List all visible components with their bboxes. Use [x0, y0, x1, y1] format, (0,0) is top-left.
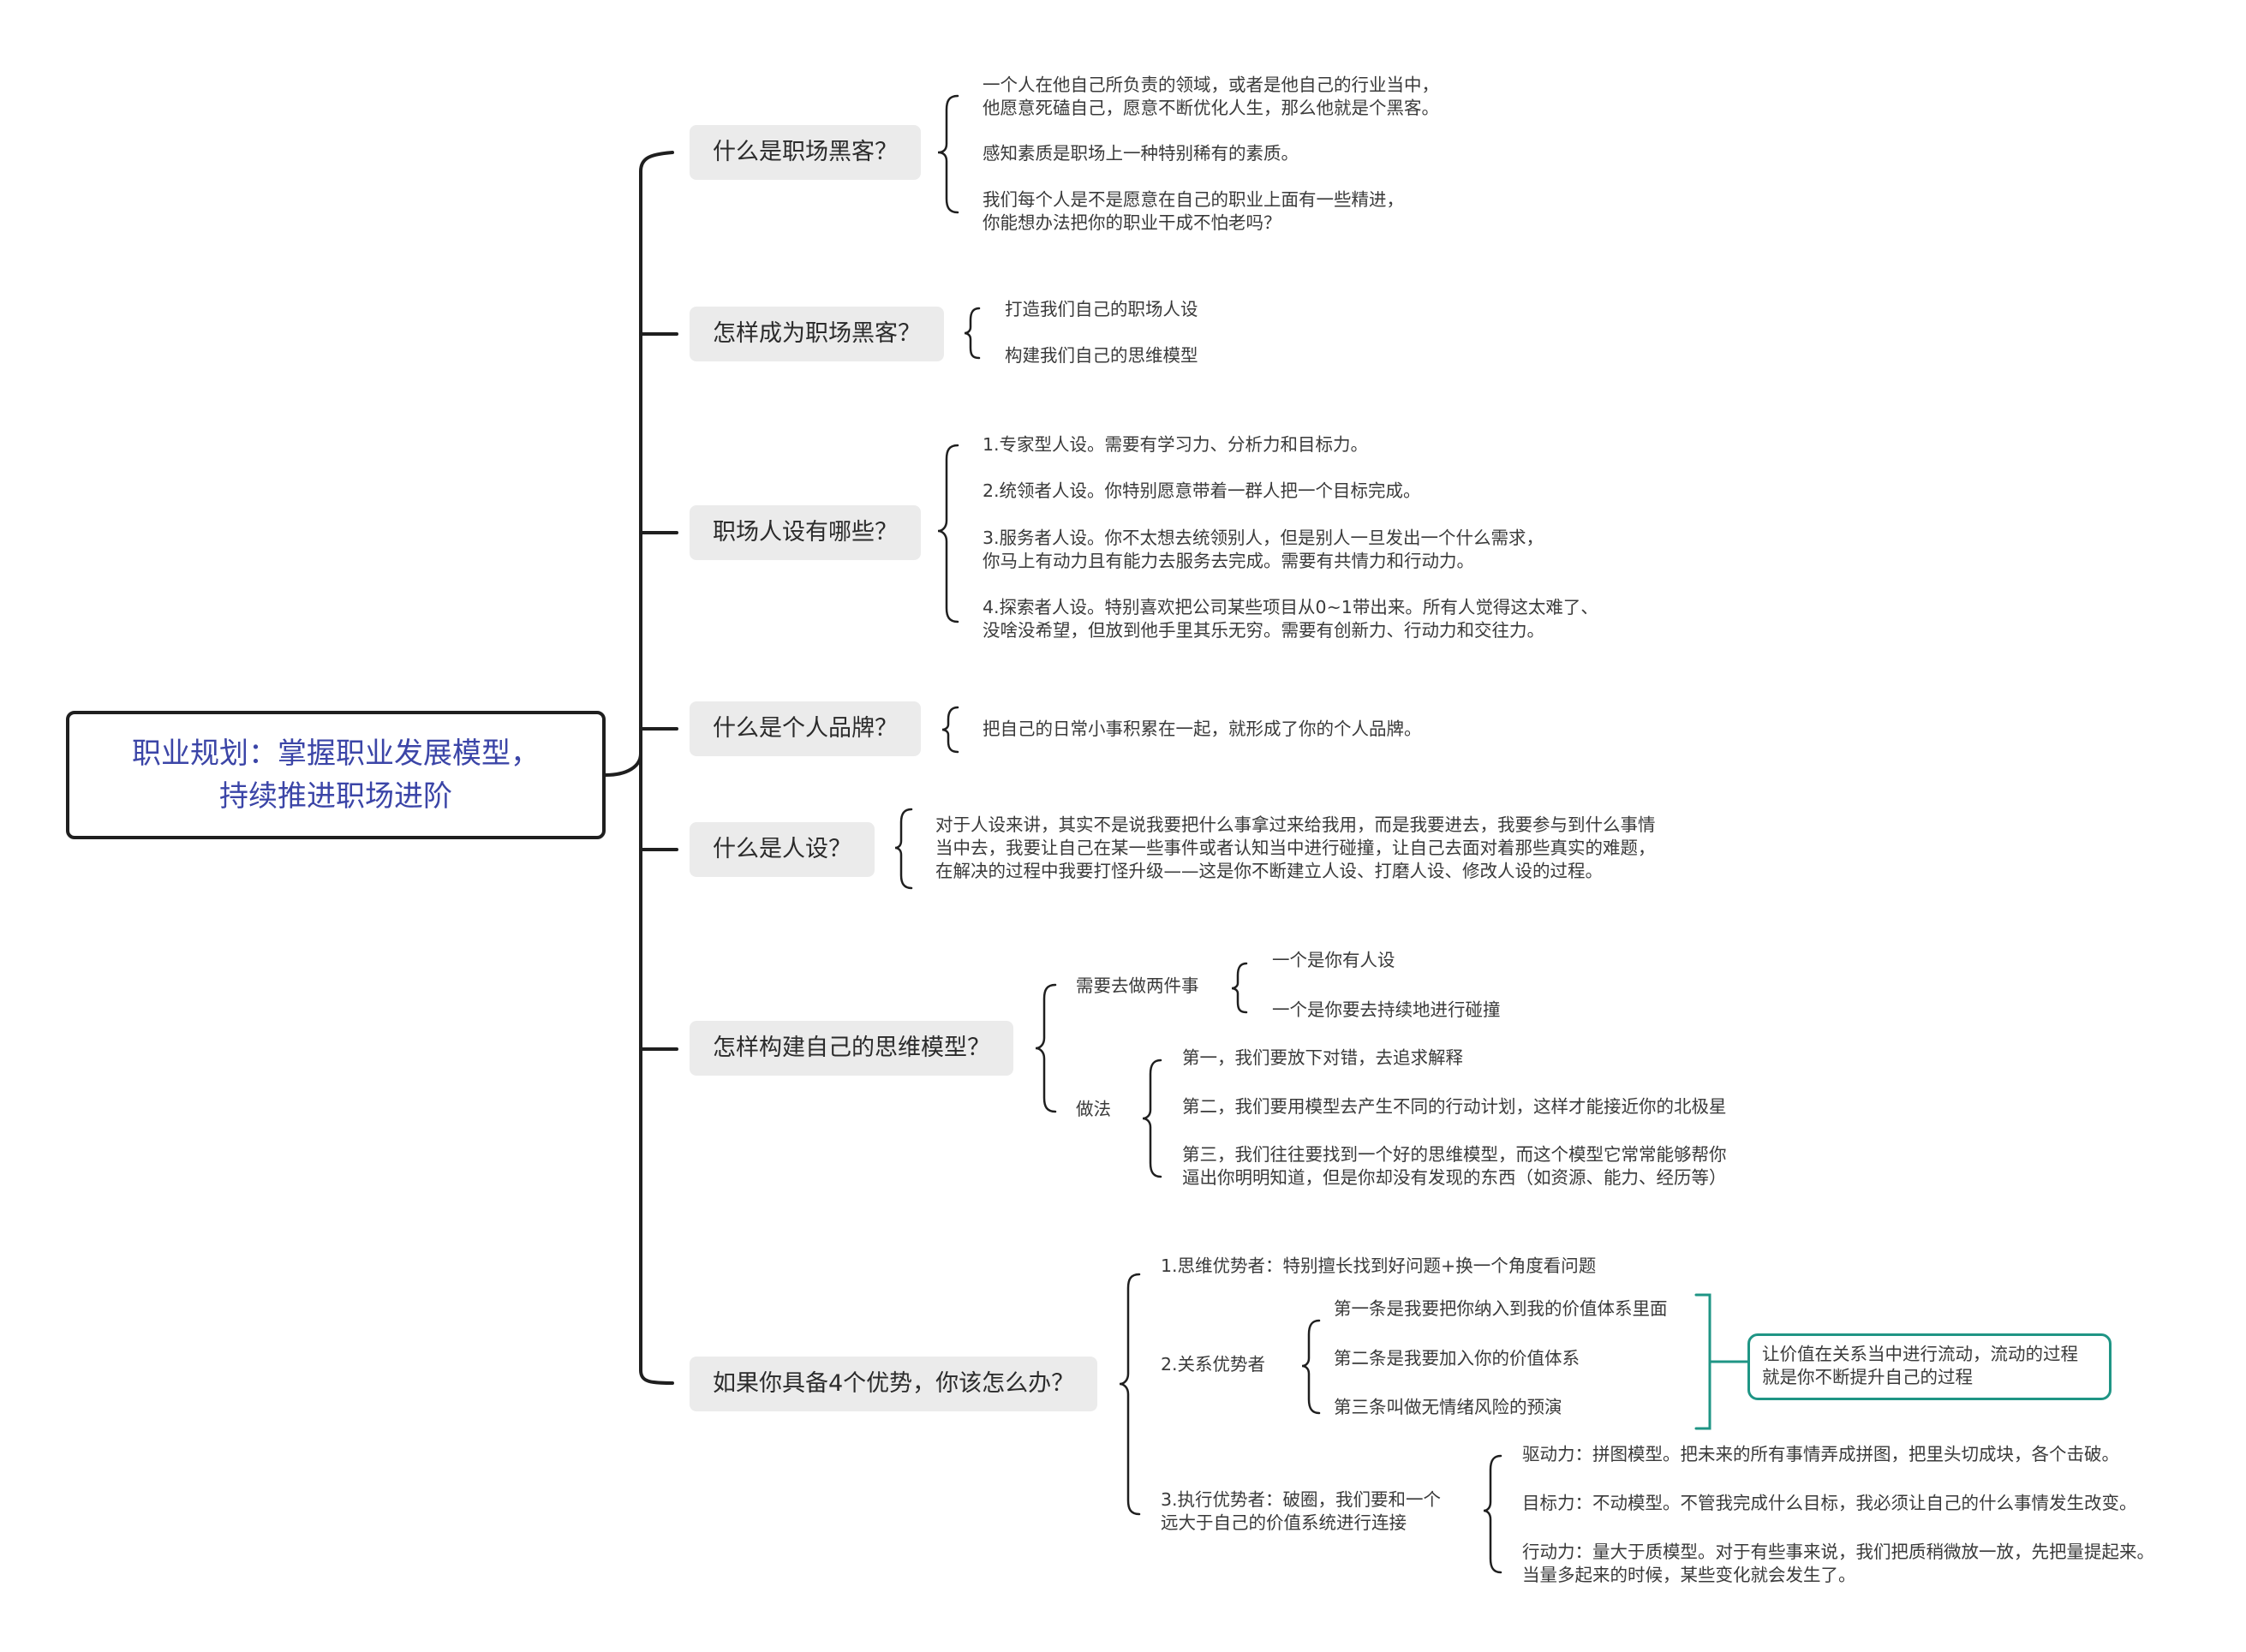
root-node[interactable]: 职业规划：掌握职业发展模型， 持续推进职场进阶 [66, 711, 606, 839]
t2-item-1: 打造我们自己的职场人设 [1005, 299, 1198, 319]
brace-t7 [1119, 1273, 1141, 1516]
t4-item-1: 把自己的日常小事积累在一起，就形成了你的个人品牌。 [983, 719, 1422, 739]
relationship-summary-callout[interactable]: 让价值在关系当中进行流动，流动的过程 就是你不断提升自己的过程 [1747, 1333, 2112, 1400]
t7-adv3-item-3: 行动力：量大于质模型。对于有些事来说，我们把质稍微放一放，先把量提起来。 [1522, 1542, 2154, 1562]
t1-item-1: 一个人在他自己所负责的领域，或者是他自己的行业当中， [983, 75, 1439, 95]
topic-what-is-persona[interactable]: 什么是人设？ [690, 822, 875, 877]
t7-adv2-label: 2.关系优势者 [1161, 1354, 1266, 1375]
topic-label: 什么是个人品牌？ [713, 715, 898, 742]
brace-t4 [941, 706, 959, 754]
root-title-line1: 职业规划：掌握职业发展模型， [132, 737, 540, 771]
topic-personal-brand[interactable]: 什么是个人品牌？ [690, 701, 921, 756]
t6-sub1-label: 需要去做两件事 [1076, 975, 1199, 996]
t6-sub2-item-2: 第二，我们要用模型去产生不同的行动计划，这样才能接近你的北极星 [1182, 1096, 1727, 1117]
summary-line2: 就是你不断提升自己的过程 [1762, 1367, 1973, 1387]
t7-adv2-item-2: 第二条是我要加入你的价值体系 [1334, 1348, 1580, 1369]
topic-workplace-personas[interactable]: 职场人设有哪些？ [690, 505, 921, 560]
brace-t6-sub2 [1142, 1059, 1162, 1178]
topic-label: 什么是人设？ [713, 836, 851, 862]
brace-t7-adv2 [1301, 1319, 1321, 1415]
topic-what-is-workplace-hacker[interactable]: 什么是职场黑客？ [690, 125, 921, 180]
brace-t2 [964, 307, 981, 360]
t1-item-5: 你能想办法把你的职业干成不怕老吗？ [983, 212, 1281, 233]
topic-label: 职场人设有哪些？ [713, 519, 898, 546]
t1-item-4: 我们每个人是不是愿意在自己的职业上面有一些精进， [983, 189, 1404, 210]
topic-label: 如果你具备4个优势，你该怎么办？ [713, 1370, 1075, 1397]
t6-sub2-item-1: 第一，我们要放下对错，去追求解释 [1182, 1047, 1463, 1068]
t7-adv2-item-1: 第一条是我要把你纳入到我的价值体系里面 [1334, 1298, 1668, 1319]
t5-item-2: 当中去，我要让自己在某一些事件或者认知当中进行碰撞，让自己去面对着那些真实的难题… [935, 838, 1656, 858]
t6-sub2-label: 做法 [1076, 1099, 1111, 1119]
t7-adv3-item-4: 当量多起来的时候，某些变化就会发生了。 [1522, 1565, 1856, 1585]
topic-how-to-become-hacker[interactable]: 怎样成为职场黑客？ [690, 307, 944, 361]
t6-sub2-item-3: 第三，我们往往要找到一个好的思维模型，而这个模型它常常能够帮你 [1182, 1144, 1727, 1165]
topic-label: 怎样构建自己的思维模型？ [713, 1035, 990, 1061]
t3-item-1: 1.专家型人设。需要有学习力、分析力和目标力。 [983, 434, 1369, 455]
t6-sub1-item-1: 一个是你有人设 [1272, 950, 1395, 970]
t7-adv3-line2: 远大于自己的价值系统进行连接 [1161, 1512, 1407, 1533]
summary-bracket [1694, 1293, 1749, 1430]
t6-sub1-item-2: 一个是你要去持续地进行碰撞 [1272, 999, 1501, 1020]
brace-t1 [937, 94, 959, 214]
brace-t6-sub1 [1231, 962, 1248, 1014]
t5-item-1: 对于人设来讲，其实不是说我要把什么事拿过来给我用，而是我要进去，我要参与到什么事… [935, 814, 1656, 835]
t3-item-3: 3.服务者人设。你不太想去统领别人，但是别人一旦发出一个什么需求， [983, 528, 1544, 548]
t3-item-4: 你马上有动力且有能力去服务去完成。需要有共情力和行动力。 [983, 551, 1474, 571]
brace-t6 [1035, 983, 1057, 1113]
topic-label: 怎样成为职场黑客？ [713, 320, 921, 347]
topic-label: 什么是职场黑客？ [713, 139, 898, 165]
root-title-line2: 持续推进职场进阶 [219, 779, 452, 814]
t5-item-3: 在解决的过程中我要打怪升级——这是你不断建立人设、打磨人设、修改人设的过程。 [935, 861, 1603, 881]
t1-item-2: 他愿意死磕自己，愿意不断优化人生，那么他就是个黑客。 [983, 98, 1439, 118]
summary-line1: 让价值在关系当中进行流动，流动的过程 [1762, 1344, 2078, 1364]
t7-adv3-line1: 3.执行优势者：破圈，我们要和一个 [1161, 1489, 1442, 1510]
t3-item-5: 4.探索者人设。特别喜欢把公司某些项目从0~1带出来。所有人觉得这太难了、 [983, 597, 1598, 617]
t7-adv3-item-1: 驱动力：拼图模型。把未来的所有事情弄成拼图，把里头切成块，各个击破。 [1522, 1444, 2119, 1464]
brace-t3 [937, 444, 959, 623]
topic-four-advantages[interactable]: 如果你具备4个优势，你该怎么办？ [690, 1357, 1098, 1411]
brace-t5 [894, 808, 913, 890]
main-branch-brace [604, 151, 674, 1385]
t7-adv2-item-3: 第三条叫做无情绪风险的预演 [1334, 1397, 1562, 1417]
t7-adv1: 1.思维优势者：特别擅长找到好问题+换一个角度看问题 [1161, 1255, 1597, 1276]
t6-sub2-item-4: 逼出你明明知道，但是你却没有发现的东西（如资源、能力、经历等） [1182, 1167, 1727, 1188]
topic-build-thinking-model[interactable]: 怎样构建自己的思维模型？ [690, 1021, 1013, 1076]
t1-item-3: 感知素质是职场上一种特别稀有的素质。 [983, 143, 1299, 164]
brace-t7-adv3 [1483, 1454, 1502, 1574]
t7-adv3-item-2: 目标力：不动模型。不管我完成什么目标，我必须让自己的什么事情发生改变。 [1522, 1493, 2137, 1513]
t3-item-2: 2.统领者人设。你特别愿意带着一群人把一个目标完成。 [983, 480, 1421, 501]
t3-item-6: 没啥没希望，但放到他手里其乐无穷。需要有创新力、行动力和交往力。 [983, 620, 1544, 641]
t2-item-2: 构建我们自己的思维模型 [1005, 345, 1198, 366]
